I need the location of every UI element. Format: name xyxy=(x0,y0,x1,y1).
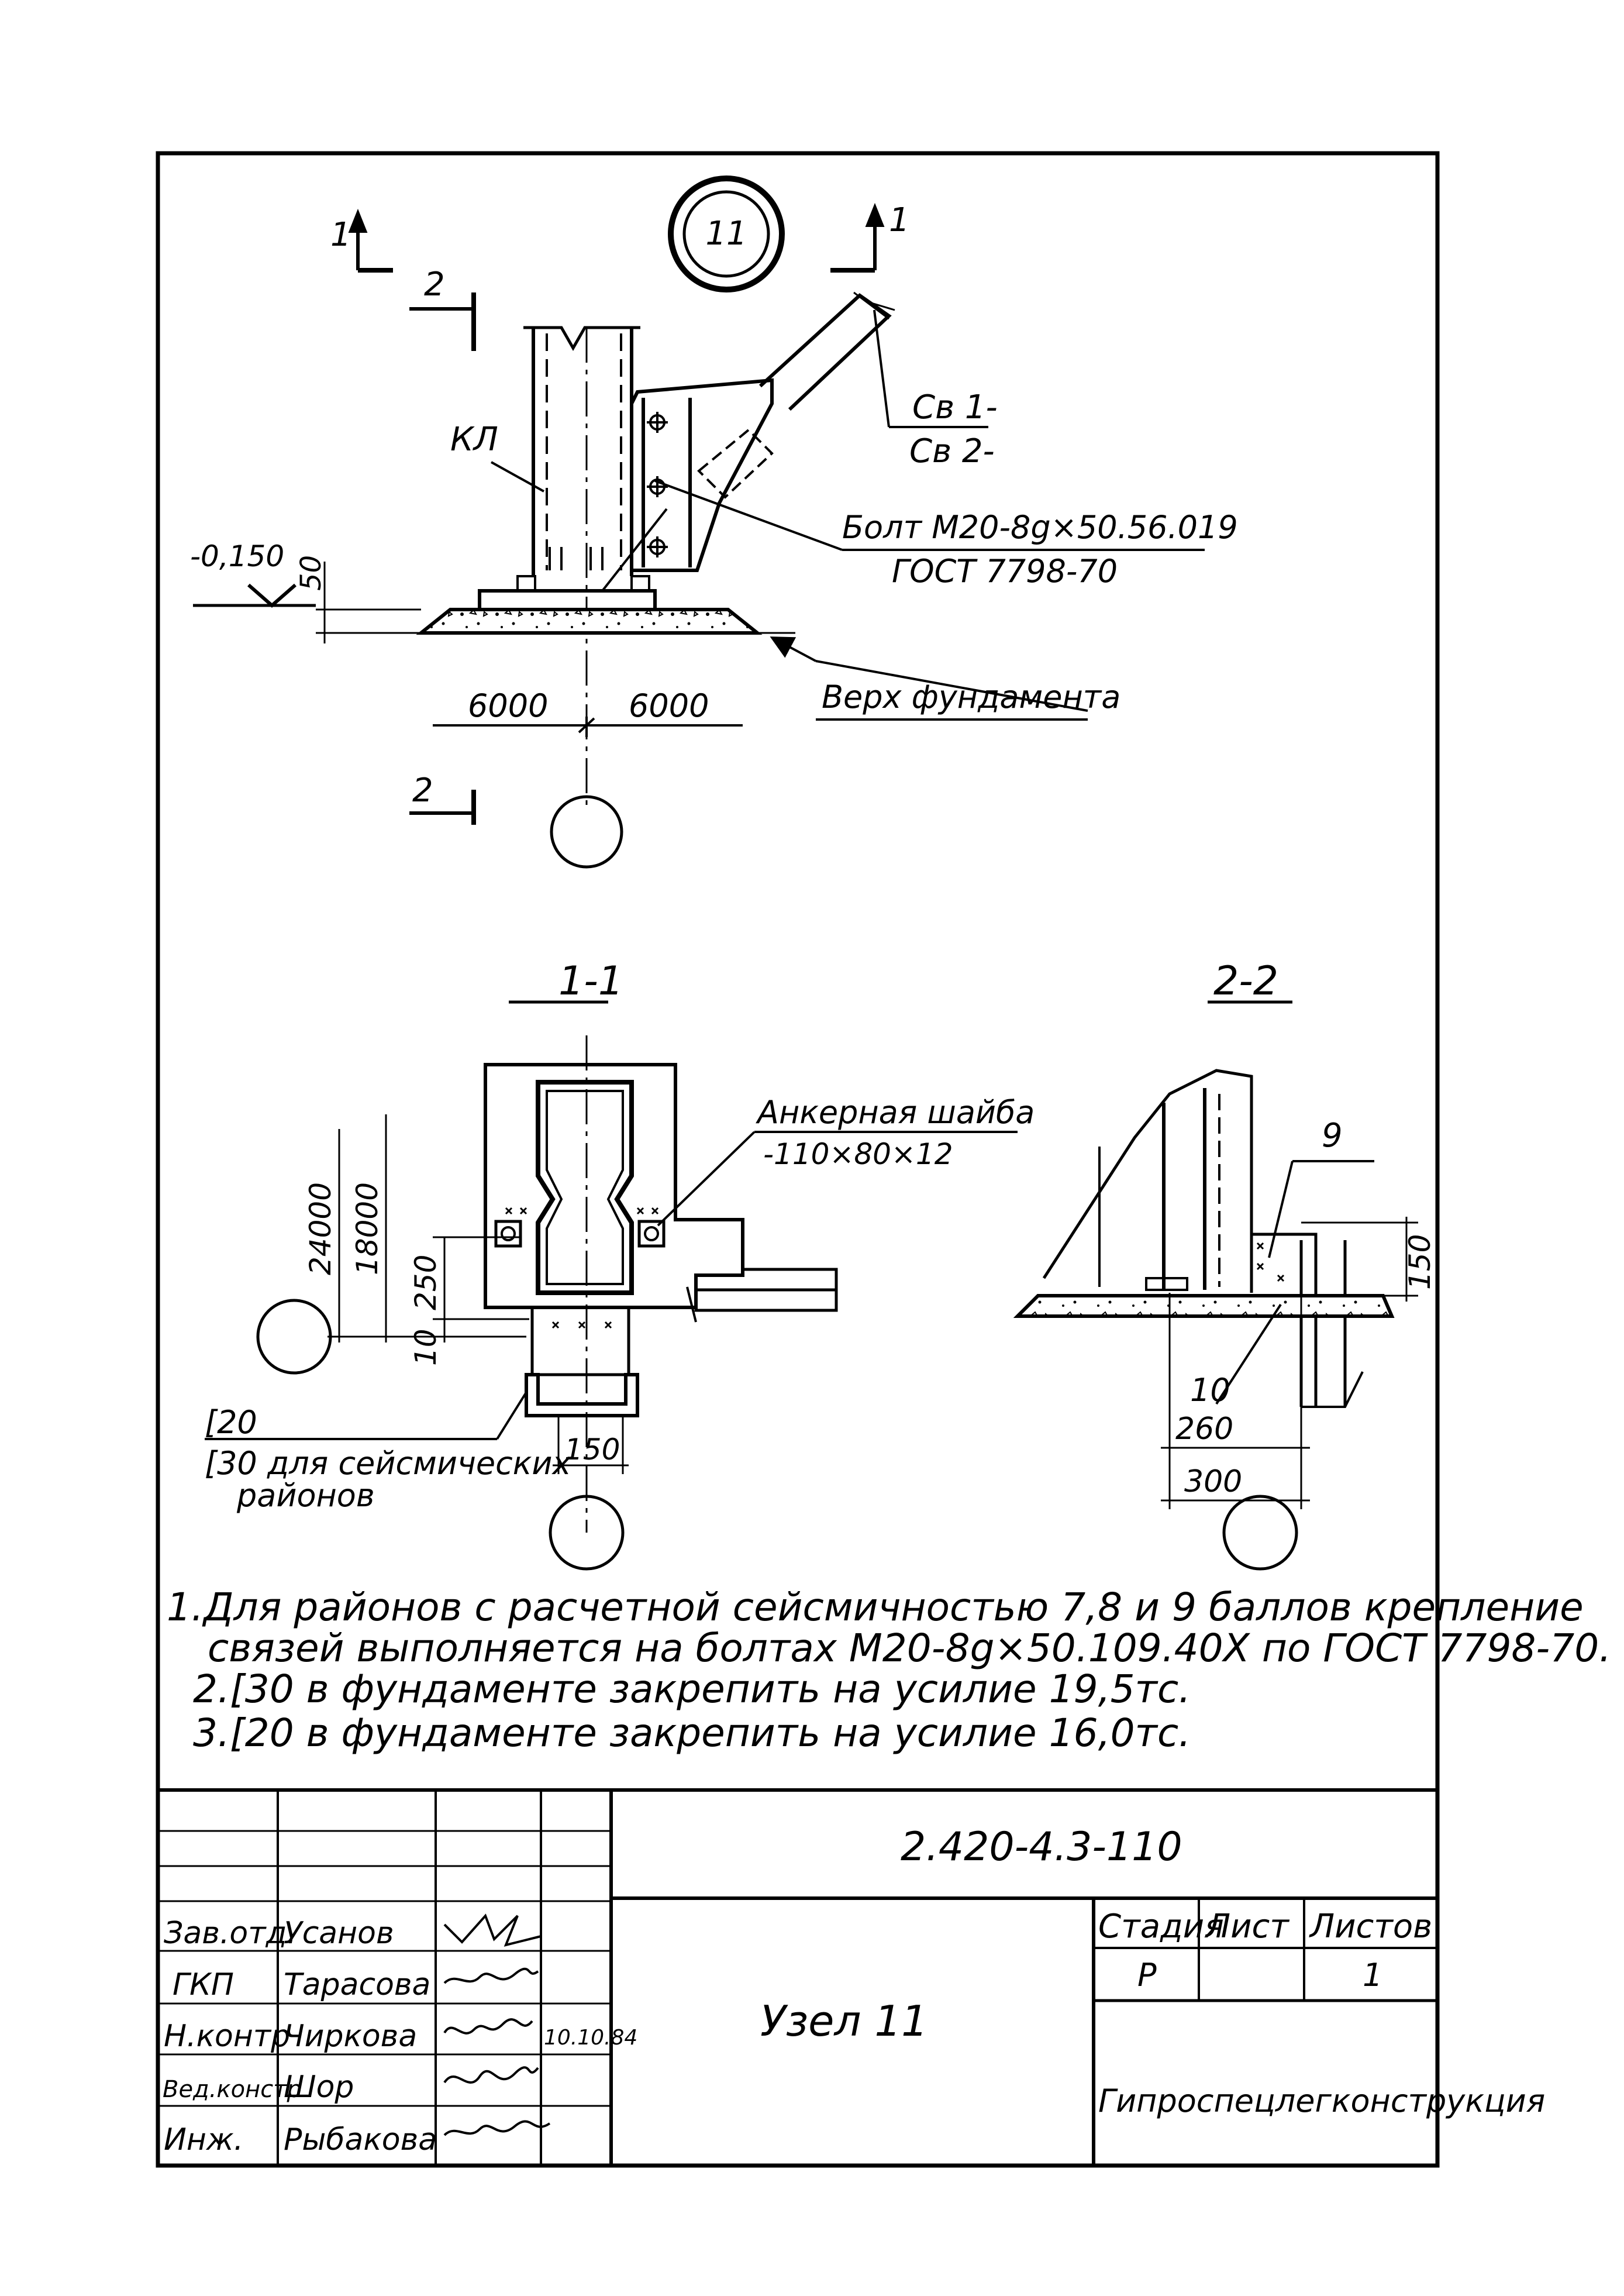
anchor-washer-label-1: Анкерная шайба xyxy=(756,1094,1035,1131)
doc-code: 2.420-4.3-110 xyxy=(901,1824,1182,1870)
foundation xyxy=(416,608,763,635)
sheets-value: 1 xyxy=(1363,1957,1382,1994)
signer-role-1: Зав.отд. xyxy=(164,1916,296,1951)
dim-150-right-label: 150 xyxy=(1403,1234,1437,1290)
stage-header: Стадия xyxy=(1098,1908,1224,1946)
node-mark-label: 11 xyxy=(705,215,747,253)
node-mark-inner xyxy=(682,190,770,278)
sheet-frame xyxy=(156,151,1440,2168)
title-block xyxy=(158,1788,1437,2166)
section-1-right-label: 1 xyxy=(889,201,910,239)
dim-260-label: 260 xyxy=(1175,1412,1233,1447)
signer-role-2: ГКП xyxy=(173,1967,234,2002)
title-block-text: 2.420-4.3-110 Узел 11 Стадия Лист Листов… xyxy=(163,1824,1545,2157)
channel-c20-label: [20 xyxy=(205,1404,257,1441)
dim-300-label: 300 xyxy=(1184,1464,1242,1499)
drawing-title: Узел 11 xyxy=(760,1996,928,2046)
channel-c30-label-2: районов xyxy=(236,1477,375,1514)
column-section xyxy=(536,1080,634,1295)
notes: 1.Для районов с расчетной сейсмичностью … xyxy=(167,1585,1611,1755)
signer-role-4: Вед.констр xyxy=(163,2076,302,2103)
section-1-1-view xyxy=(205,1000,1018,1571)
elevation-labels: 11 1 1 2 2 КЛ Св 1- Св 2- Болт М20-8g×50… xyxy=(190,201,1238,810)
channel-c20 xyxy=(525,1373,639,1417)
mark-9-label: 9 xyxy=(1322,1117,1343,1155)
dim-6000-left-label: 6000 xyxy=(468,687,548,724)
dim-18000-label: 18000 xyxy=(350,1182,384,1275)
signer-name-3: Чиркова xyxy=(284,2019,417,2054)
section-2-2-labels: 2-2 9 10 150 260 300 xyxy=(1175,958,1437,1499)
foundation-top-label: Верх фундамента xyxy=(822,679,1120,715)
axis-bubble-1-1-left xyxy=(256,1299,332,1375)
bolt-label-line1: Болт М20-8g×50.56.019 xyxy=(842,509,1238,546)
organization: Гипроспецлегконструкция xyxy=(1098,2082,1545,2119)
section-1-1-title: 1-1 xyxy=(558,958,623,1004)
sign-date: 10.10.84 xyxy=(544,2026,637,2050)
dim-6000-right-label: 6000 xyxy=(629,687,709,724)
dim-24000-label: 24000 xyxy=(304,1182,337,1275)
stage-value: Р xyxy=(1137,1957,1157,1994)
elevation-view xyxy=(193,175,1205,869)
dim-10-label: 10 xyxy=(409,1328,443,1366)
node-mark-outer xyxy=(668,175,785,292)
base-plate xyxy=(478,589,657,611)
signer-name-2: Тарасова xyxy=(284,1967,430,2002)
note-2: 2.[30 в фундаменте закрепить на усилие 1… xyxy=(193,1667,1191,1712)
brace-label-1: Св 1- xyxy=(912,388,998,426)
section-2-bottom-label: 2 xyxy=(412,772,433,810)
note-3: 3.[20 в фундаменте закрепить на усилие 1… xyxy=(193,1710,1191,1755)
axis-bubble-2-2 xyxy=(1222,1495,1298,1571)
anchor-washer-label-2: -110×80×12 xyxy=(763,1137,953,1171)
dim-50-label: 50 xyxy=(295,555,327,591)
sheet-header: Лист xyxy=(1205,1908,1289,1946)
axis-bubble-1-1-bottom xyxy=(549,1495,625,1571)
axis-bubble-elevation xyxy=(550,795,623,869)
section-1-1-labels: 1-1 Анкерная шайба -110×80×12 24000 1800… xyxy=(205,958,1035,1514)
mark-10-label: 10 xyxy=(1190,1372,1230,1409)
section-2-2-title: 2-2 xyxy=(1213,958,1278,1004)
signer-name-4: Шор xyxy=(284,2070,354,2105)
foundation-2-2 xyxy=(1013,1294,1395,1318)
dim-150-label: 150 xyxy=(564,1433,620,1467)
brace-label-2: Св 2- xyxy=(909,432,995,470)
signer-name-5: Рыбакова xyxy=(284,2122,437,2157)
section-1-left-label: 1 xyxy=(330,216,351,254)
note-1-cont: связей выполняется на болтах М20-8g×50.1… xyxy=(208,1626,1611,1671)
signer-name-1: Усанов xyxy=(284,1916,394,1951)
section-2-2-view xyxy=(1013,1000,1418,1571)
bolt-label-line2: ГОСТ 7798-70 xyxy=(892,553,1118,590)
channel-c30-label-1: [30 для сейсмических xyxy=(205,1445,572,1482)
gusset-plate xyxy=(630,378,774,572)
signatures xyxy=(443,1913,551,2136)
signer-role-3: Н.контр xyxy=(164,2019,290,2054)
section-2-top-label: 2 xyxy=(424,266,445,304)
sheets-header: Листов xyxy=(1309,1908,1432,1946)
column-mark-label: КЛ xyxy=(450,421,498,459)
level-label: -0,150 xyxy=(190,539,284,573)
brace xyxy=(758,293,892,411)
signer-role-5: Инж. xyxy=(164,2122,243,2157)
dim-250-label: 250 xyxy=(409,1255,443,1310)
note-1: 1.Для районов с расчетной сейсмичностью … xyxy=(167,1585,1584,1630)
